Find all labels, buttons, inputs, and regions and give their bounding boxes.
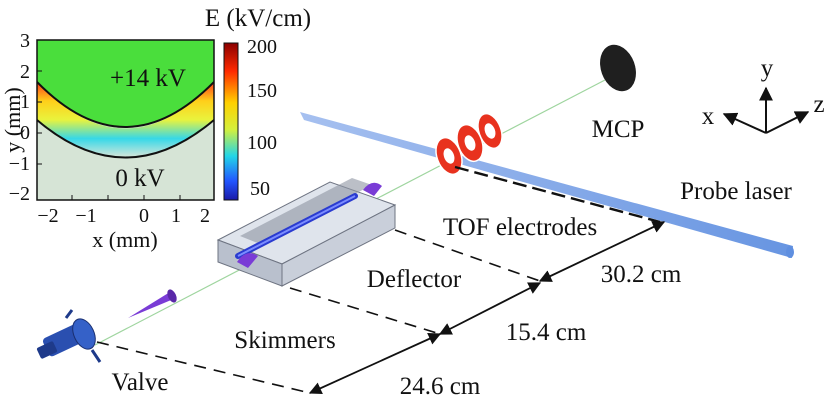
inset-ylabel: y (mm) bbox=[0, 87, 25, 152]
tof-electrodes bbox=[435, 112, 503, 176]
valve-label: Valve bbox=[112, 369, 169, 396]
colorbar bbox=[223, 42, 239, 201]
inset-xlabel: x (mm) bbox=[92, 227, 157, 252]
y-tick: 3 bbox=[20, 30, 30, 52]
axis-x-label: x bbox=[702, 103, 715, 130]
mcp-label: MCP bbox=[592, 116, 645, 143]
y-tick: −2 bbox=[9, 183, 30, 205]
lower-voltage-label: 0 kV bbox=[115, 165, 164, 192]
skimmer-rear bbox=[363, 182, 382, 196]
deflector bbox=[216, 178, 397, 287]
cbar-tick: 150 bbox=[247, 80, 277, 102]
field-gradient-region bbox=[37, 82, 214, 158]
laser-end bbox=[786, 246, 794, 258]
skimmer-free-rim bbox=[167, 289, 177, 303]
distance-15-4: 15.4 cm bbox=[506, 319, 587, 346]
deflector-label: Deflector bbox=[367, 266, 462, 293]
y-tick: 1 bbox=[20, 91, 30, 113]
colorbar-ticks: 200 150 100 50 bbox=[247, 36, 277, 200]
distance-30-2: 30.2 cm bbox=[601, 261, 682, 288]
probe-laser-label: Probe laser bbox=[680, 178, 792, 205]
mcp-detector bbox=[600, 44, 636, 92]
tof-to-laser-line bbox=[454, 165, 661, 224]
dimension-arrows bbox=[308, 221, 666, 395]
axis-z-label: z bbox=[813, 91, 824, 118]
y-tick: −1 bbox=[9, 153, 30, 175]
skimmer-free bbox=[128, 292, 176, 318]
cbar-tick: 200 bbox=[247, 36, 277, 58]
y-tick: 0 bbox=[20, 122, 30, 144]
upper-electrode-region bbox=[37, 40, 214, 127]
tof-label: TOF electrodes bbox=[443, 214, 597, 241]
skimmer-front bbox=[237, 253, 258, 268]
dimension-leaders bbox=[96, 229, 541, 394]
distance-24-6: 24.6 cm bbox=[400, 373, 481, 400]
colorbar-title: E (kV/cm) bbox=[205, 5, 311, 32]
valve bbox=[36, 309, 102, 363]
axis-triad bbox=[722, 86, 810, 134]
x-tick: −2 bbox=[37, 205, 58, 227]
lower-electrode-edge bbox=[37, 119, 214, 159]
field-inset: 3 2 1 0 −1 −2 y (mm) −2 −1 0 1 2 x (mm) … bbox=[0, 5, 311, 252]
skimmers-label: Skimmers bbox=[234, 327, 335, 354]
probe-laser-beam bbox=[300, 112, 793, 258]
inset-frame bbox=[36, 39, 215, 201]
x-tick: −1 bbox=[75, 205, 96, 227]
upper-electrode-edge bbox=[37, 81, 214, 128]
axis-y-label: y bbox=[761, 55, 774, 82]
x-tick: 2 bbox=[200, 205, 210, 227]
inset-x-ticks: −2 −1 0 1 2 bbox=[37, 205, 210, 227]
x-tick: 0 bbox=[139, 205, 149, 227]
inset-y-ticks: 3 2 1 0 −1 −2 bbox=[9, 30, 30, 205]
cbar-tick: 50 bbox=[250, 178, 270, 200]
cbar-tick: 100 bbox=[247, 132, 277, 154]
y-tick: 2 bbox=[20, 61, 30, 83]
x-tick: 1 bbox=[171, 205, 181, 227]
upper-voltage-label: +14 kV bbox=[110, 65, 186, 92]
inset-tick-marks bbox=[37, 70, 181, 200]
